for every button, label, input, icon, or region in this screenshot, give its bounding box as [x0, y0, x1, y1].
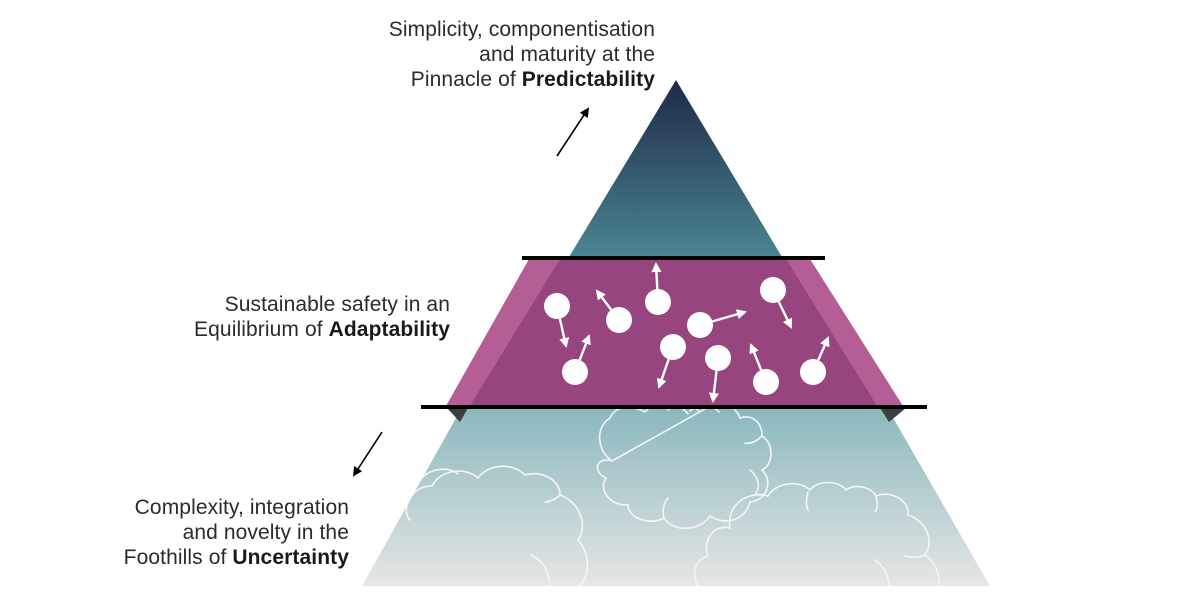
label-line: and maturity at the	[479, 43, 655, 66]
label-line: Sustainable safety in an	[224, 293, 450, 316]
label-line: Equilibrium of Adaptability	[194, 317, 450, 342]
particle	[687, 309, 747, 338]
particle-ball	[800, 359, 826, 385]
velocity-arrow-icon	[708, 370, 719, 404]
label-prefix: Equilibrium of	[194, 318, 329, 341]
particle	[595, 289, 632, 333]
cloud-left	[405, 465, 589, 586]
particle-ball	[660, 334, 686, 360]
cloud-outlines	[405, 409, 940, 586]
velocity-arrow-icon	[558, 318, 570, 348]
keyword-predictability: Predictability	[521, 68, 655, 91]
label-line: and novelty in the	[182, 521, 349, 544]
label-line: Simplicity, componentisation	[388, 18, 655, 41]
particles	[544, 261, 830, 404]
label-line: Foothills of Uncertainty	[124, 545, 349, 570]
particle	[645, 261, 671, 315]
velocity-arrow-icon	[651, 261, 662, 290]
apex-triangle	[569, 80, 782, 257]
band-shadow-right	[880, 408, 906, 422]
label-line: Complexity, integration	[134, 496, 349, 519]
particle	[800, 336, 830, 385]
velocity-arrow-icon	[656, 358, 670, 389]
particle	[544, 293, 570, 348]
particle-ball	[562, 359, 588, 385]
label-equilibrium-of-adaptability: Sustainable safety in an Equilibrium of …	[194, 292, 450, 342]
cloud-right	[693, 481, 940, 586]
particle	[656, 334, 686, 389]
particle-ball	[760, 277, 786, 303]
label-prefix: Pinnacle of	[410, 68, 522, 91]
keyword-adaptability: Adaptability	[328, 318, 450, 341]
label-line: Pinnacle of Predictability	[389, 67, 655, 92]
particle	[562, 334, 591, 385]
velocity-arrow-icon	[595, 289, 613, 311]
label-foothills-of-uncertainty: Complexity, integration and novelty in t…	[124, 495, 349, 570]
velocity-arrow-icon	[777, 301, 793, 329]
particle-ball	[705, 345, 731, 371]
keyword-uncertainty: Uncertainty	[232, 546, 349, 569]
cloud-center	[596, 409, 772, 530]
particle	[760, 277, 793, 329]
band-shadow-left	[447, 408, 468, 422]
arrow-up-icon	[556, 107, 590, 157]
particle-ball	[753, 369, 779, 395]
particle-ball	[687, 312, 713, 338]
arrow-down-icon	[352, 431, 383, 477]
particle-ball	[544, 293, 570, 319]
velocity-arrow-icon	[817, 336, 830, 361]
velocity-arrow-icon	[712, 309, 747, 323]
particle-ball	[645, 289, 671, 315]
velocity-arrow-icon	[749, 343, 763, 371]
velocity-arrow-icon	[578, 334, 591, 361]
particle-ball	[606, 307, 632, 333]
particle	[705, 345, 731, 404]
base-trapezoid	[362, 409, 990, 586]
label-prefix: Foothills of	[123, 546, 233, 569]
particle	[749, 343, 779, 395]
label-pinnacle-of-predictability: Simplicity, componentisation and maturit…	[389, 17, 655, 92]
